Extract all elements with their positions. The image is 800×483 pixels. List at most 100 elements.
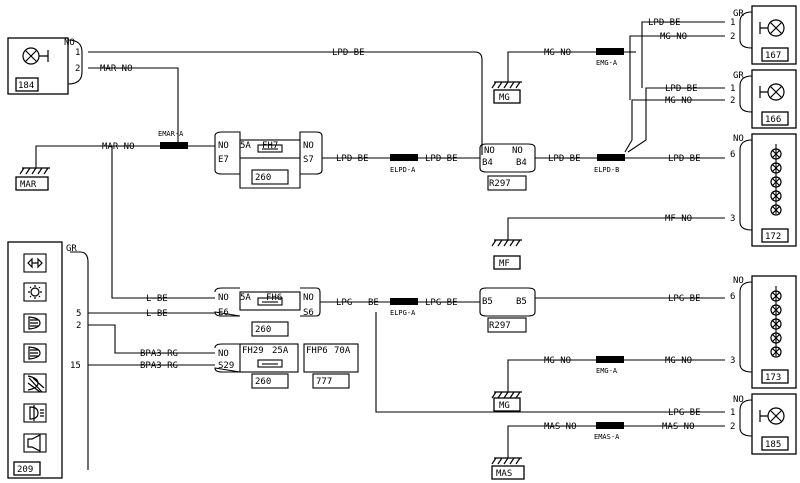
fusebox-260-fh7: 260 5A FH7 NO NO E7 S7 (214, 131, 323, 189)
ground-mg-top: MG (491, 81, 522, 104)
svg-text:209: 209 (17, 465, 33, 475)
svg-text:FH7: FH7 (262, 141, 278, 151)
wire-label: MAS—NO (662, 422, 695, 432)
headlight-icon (28, 346, 41, 360)
relay-led-stack-icon (770, 286, 782, 358)
svg-text:MAS: MAS (496, 469, 512, 479)
connector-label: ELPD-A (390, 166, 416, 174)
wire-label: BPA3—RG (140, 349, 178, 359)
svg-text:3: 3 (730, 214, 735, 224)
svg-text:NO: NO (303, 293, 314, 303)
svg-text:173: 173 (765, 373, 781, 383)
svg-text:6: 6 (730, 292, 735, 302)
svg-text:185: 185 (765, 440, 781, 450)
wire-label: LPD—BE (648, 18, 681, 28)
svg-text:172: 172 (765, 232, 781, 242)
ground-mas: MAS (491, 457, 525, 480)
svg-text:260: 260 (255, 325, 271, 335)
svg-text:GR: GR (66, 244, 77, 254)
wire-label: LPG—BE (668, 294, 701, 304)
wires (35, 21, 725, 470)
wire-label: BE (368, 298, 379, 308)
svg-text:260: 260 (255, 377, 271, 387)
ground-mg-bottom: MG (491, 391, 522, 412)
svg-text:25A: 25A (272, 346, 289, 356)
fusebox-260-fh6: 260 5A FH6 NO NO E6 S6 (214, 287, 321, 337)
connector-emas (596, 422, 624, 429)
svg-text:R297: R297 (489, 179, 511, 189)
svg-text:GR: GR (733, 71, 744, 81)
connector-label: ELPG-A (390, 309, 416, 317)
ground-mar: MAR (15, 167, 50, 191)
svg-text:6: 6 (730, 150, 735, 160)
svg-text:NO: NO (303, 141, 314, 151)
connector-label: EMAR-A (158, 130, 184, 138)
svg-text:B5: B5 (516, 297, 527, 307)
svg-text:5A: 5A (240, 293, 251, 303)
wire-label: LPD—BE (668, 154, 701, 164)
svg-text:S6: S6 (303, 308, 314, 318)
connector-label: EMAS-A (594, 433, 620, 441)
svg-text:GR: GR (733, 9, 744, 19)
svg-text:E6: E6 (218, 308, 229, 318)
svg-text:167: 167 (765, 51, 781, 61)
wire-label: LPD—BE (665, 84, 698, 94)
svg-text:2: 2 (76, 321, 81, 331)
svg-text:MF: MF (499, 259, 510, 269)
wire-label: LPG—BE (425, 298, 458, 308)
connector-elpg-a (390, 298, 418, 305)
svg-text:2: 2 (730, 32, 735, 42)
svg-text:NO: NO (484, 146, 495, 156)
svg-text:FH29: FH29 (242, 346, 264, 356)
svg-text:5: 5 (76, 309, 81, 319)
wire-label: MG—NO (544, 356, 571, 366)
component-167: 167 GR 1 2 (730, 5, 797, 65)
wire-label: LPD—BE (336, 154, 369, 164)
wire-label: LPG—BE (668, 408, 701, 418)
svg-text:777: 777 (316, 377, 332, 387)
wire-label: MAR—NO (102, 142, 135, 152)
wire-label: LPD—BE (425, 154, 458, 164)
connector-label: EMG-A (596, 367, 618, 375)
component-209: 209 GR 5 2 15 (7, 241, 81, 479)
svg-text:NO: NO (512, 146, 523, 156)
connector-r297-b5: R297 B5 B5 (479, 287, 536, 333)
svg-text:NO: NO (218, 293, 229, 303)
svg-text:166: 166 (765, 115, 781, 125)
svg-text:FH6: FH6 (266, 293, 282, 303)
svg-text:R297: R297 (489, 321, 511, 331)
fog-lamp-icon (30, 287, 40, 297)
connector-elpd-a (390, 154, 418, 161)
headlight-icon (28, 316, 41, 330)
connector-emg-a (596, 48, 624, 55)
svg-text:B4: B4 (482, 158, 493, 168)
svg-text:NO: NO (64, 38, 75, 48)
svg-text:S29: S29 (218, 361, 234, 371)
wire-label: L—BE (146, 309, 168, 319)
svg-text:MG: MG (499, 401, 510, 411)
svg-text:FHP6: FHP6 (306, 346, 328, 356)
wire-label: MG—NO (665, 96, 692, 106)
wire-label: LPD—BE (332, 48, 365, 58)
svg-text:NO: NO (733, 134, 744, 144)
svg-text:70A: 70A (334, 346, 351, 356)
wire-label: MF—NO (665, 214, 692, 224)
svg-text:260: 260 (255, 173, 271, 183)
wire-label: BPA3—RG (140, 361, 178, 371)
component-166: 166 GR 1 2 (730, 69, 797, 129)
wire-label: LPG (336, 298, 352, 308)
ground-mf: MF (491, 239, 522, 270)
connector-label: EMG-A (596, 59, 618, 67)
wire-label: LPD—BE (548, 154, 581, 164)
svg-text:NO: NO (733, 395, 744, 405)
connector-label: ELPD-B (594, 166, 619, 174)
connector-emg-b (596, 356, 624, 363)
rear-fog-icon (27, 375, 45, 393)
svg-text:2: 2 (75, 64, 80, 74)
svg-text:3: 3 (730, 356, 735, 366)
rear-fog-icon (29, 405, 44, 421)
component-185: 185 NO 1 2 (730, 393, 797, 455)
svg-text:S7: S7 (303, 155, 314, 165)
svg-text:2: 2 (730, 422, 735, 432)
fusebox-260-fh29: 260 FH29 25A NO S29 (214, 343, 299, 389)
